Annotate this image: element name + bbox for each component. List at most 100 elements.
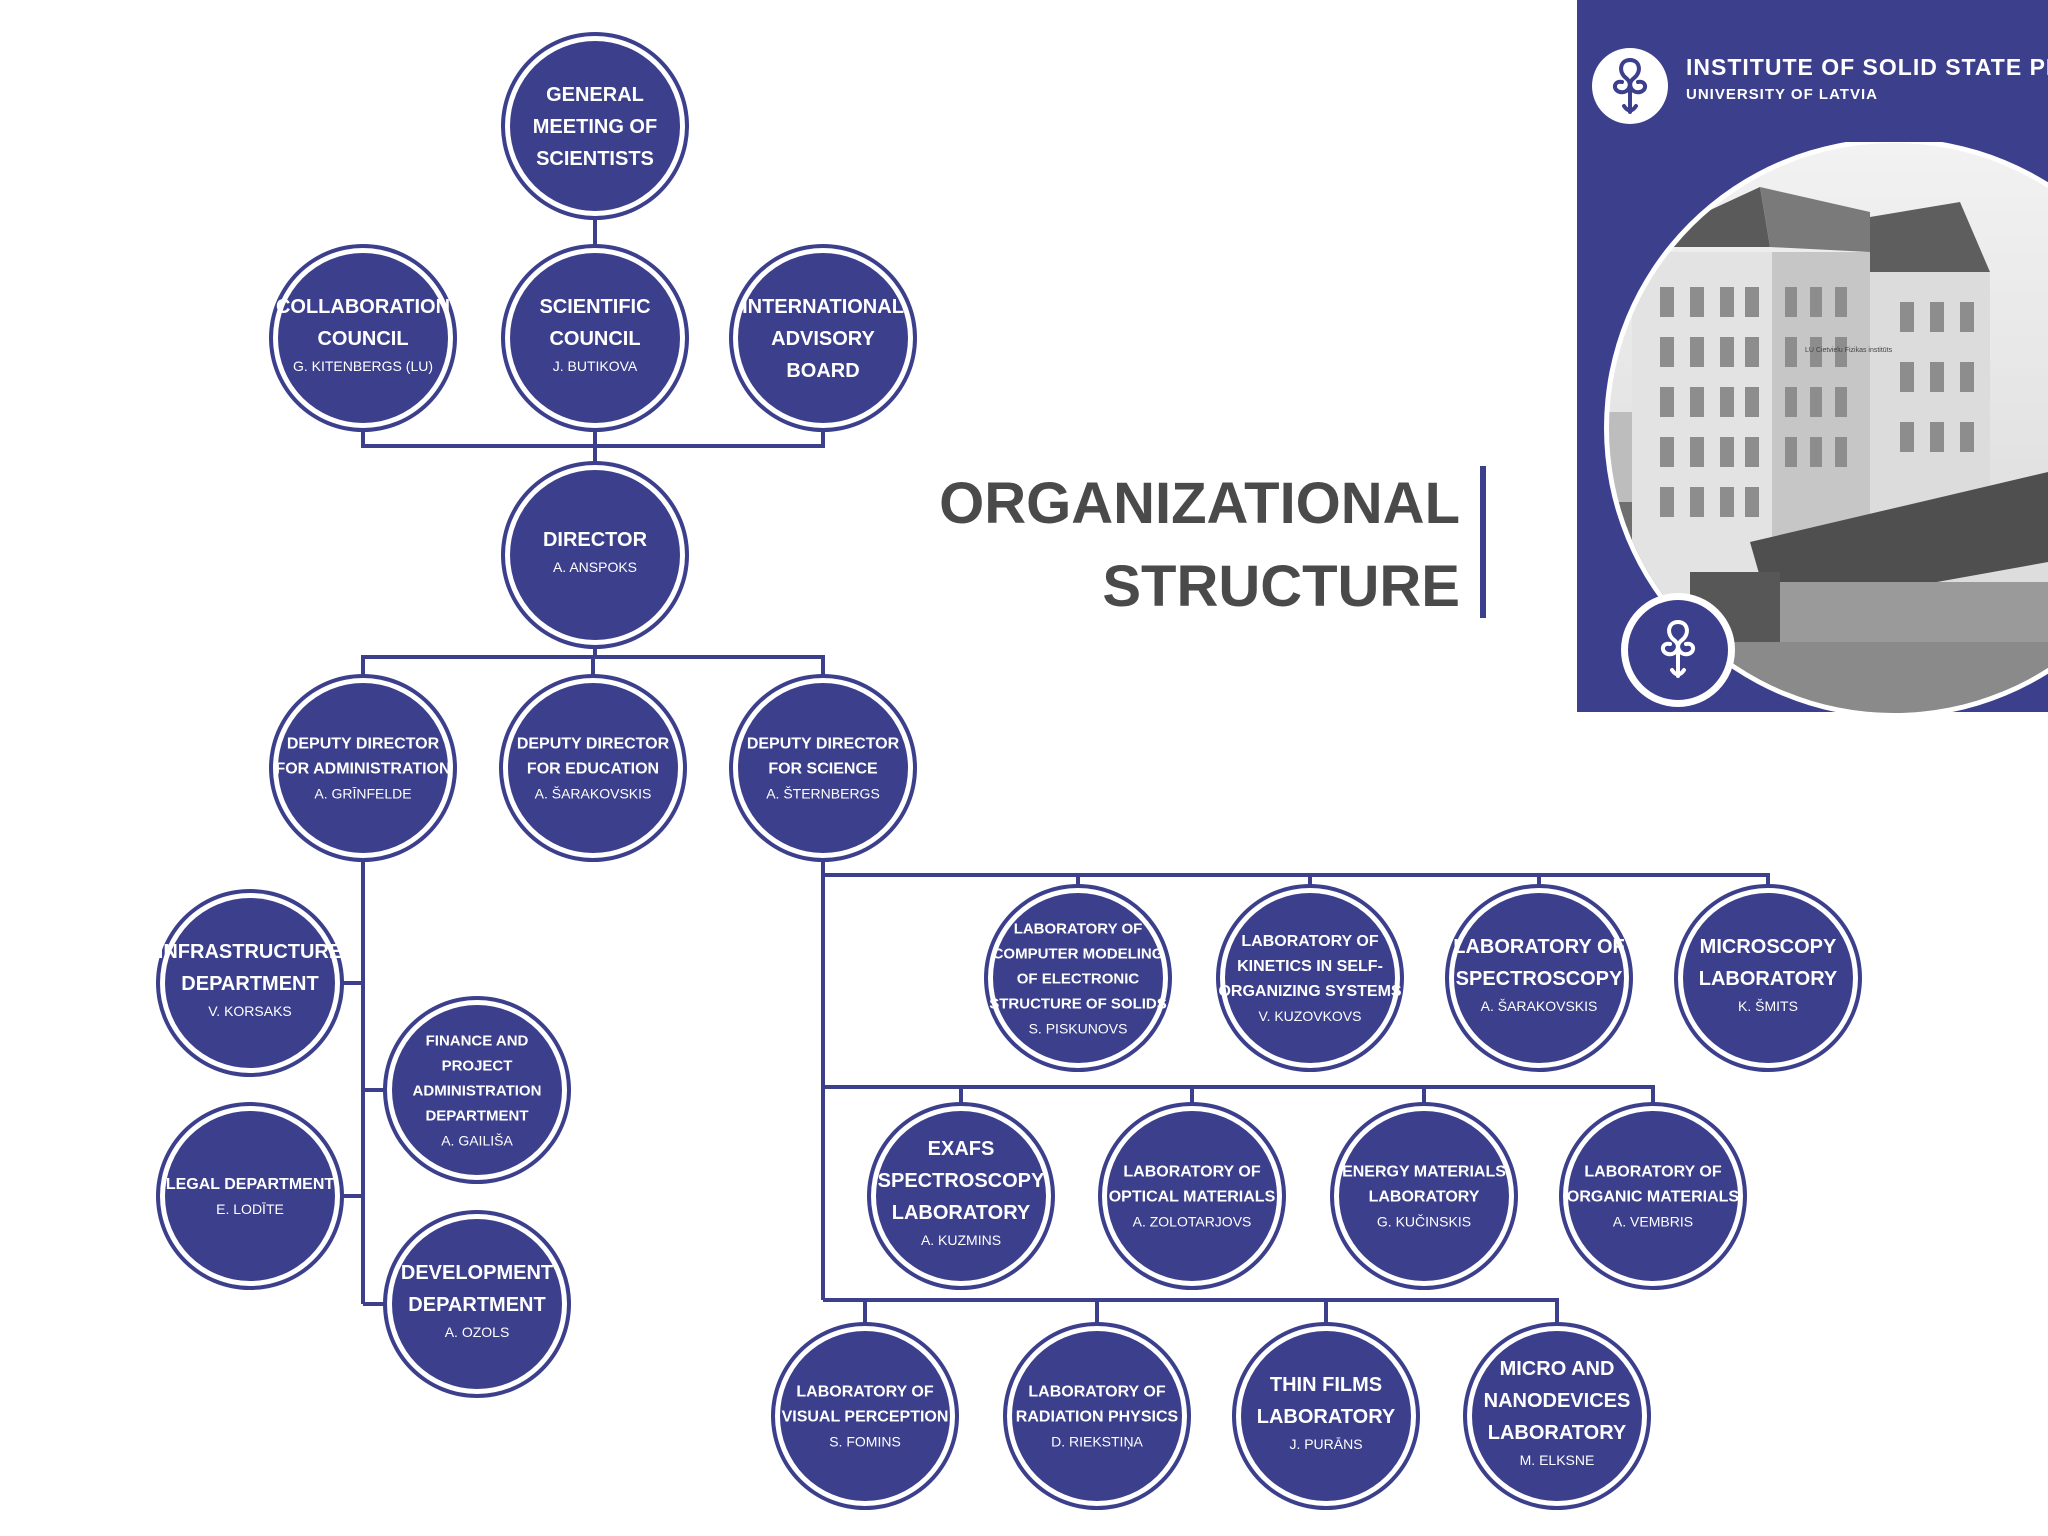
node-person: A. ŠARAKOVSKIS (535, 786, 652, 802)
institute-name: INSTITUTE OF SOLID STATE PHYSICS (1686, 54, 2048, 80)
institute-logo-icon (1592, 48, 1668, 124)
node-person: M. ELKSNE (1520, 1452, 1595, 1468)
node-title: COLLABORATION (276, 296, 450, 318)
node-title: COMPUTER MODELING (993, 945, 1164, 962)
node-title: OPTICAL MATERIALS (1109, 1189, 1276, 1206)
node-core (278, 253, 448, 423)
building-photo: LU Cietvielu Fizikas institūts (1604, 142, 2048, 718)
title-accent-bar (1480, 466, 1486, 618)
node-title: MEETING OF (533, 116, 657, 138)
page-title-line1: ORGANIZATIONAL (939, 471, 1460, 536)
node-core (1568, 1111, 1738, 1281)
node-core (510, 41, 680, 211)
institute-subtitle: UNIVERSITY OF LATVIA (1686, 86, 1878, 103)
node-international-advisory-board: INTERNATIONAL ADVISORY BOARD (729, 244, 917, 432)
node-title: STRUCTURE OF SOLIDS (989, 995, 1167, 1012)
node-core (780, 1331, 950, 1501)
node-title: ENERGY MATERIALS (1342, 1164, 1506, 1181)
institute-badge-icon (1661, 620, 1695, 678)
node-title: ADVISORY (771, 328, 875, 350)
node-title: VISUAL PERCEPTION (782, 1409, 949, 1426)
node-title: ADMINISTRATION (413, 1082, 542, 1099)
node-title: NANODEVICES (1484, 1390, 1631, 1412)
node-core (1012, 1331, 1182, 1501)
node-person: A. ŠTERNBERGS (766, 786, 880, 802)
node-finance-project-administration-department: FINANCE ANDPROJECTADMINISTRATIONDEPARTME… (383, 996, 571, 1184)
node-core (738, 683, 908, 853)
node-core (510, 253, 680, 423)
node-person: D. RIEKSTIŅA (1051, 1434, 1143, 1450)
node-title: GENERAL (546, 84, 644, 106)
node-title: KINETICS IN SELF- (1237, 958, 1383, 975)
node-core (392, 1005, 562, 1175)
node-person: A. KUZMINS (921, 1232, 1001, 1248)
node-person: V. KUZOVKOVS (1259, 1008, 1362, 1024)
node-lab-organic-materials: LABORATORY OF ORGANIC MATERIALS A. VEMBRIS (1559, 1102, 1747, 1290)
node-title: SCIENTIFIC (539, 296, 650, 318)
node-person: J. BUTIKOVA (553, 358, 638, 374)
node-title: INFRASTRUCTURE (158, 941, 342, 963)
node-core (165, 1111, 335, 1281)
node-title: LABORATORY (1699, 968, 1838, 990)
node-title: LABORATORY OF (1241, 933, 1378, 950)
node-title: LABORATORY OF (1014, 920, 1143, 937)
node-person: G. KITENBERGS (LU) (293, 358, 433, 374)
node-title: LABORATORY OF (1123, 1164, 1260, 1181)
node-title: ORGANIZING SYSTEMS (1218, 983, 1401, 1000)
node-title: BOARD (786, 360, 859, 382)
node-core (508, 683, 678, 853)
node-title: LEGAL DEPARTMENT (166, 1176, 335, 1193)
node-title: OF ELECTRONIC (1017, 970, 1140, 987)
node-title: FOR ADMINISTRATION (275, 761, 450, 778)
node-person: A. VEMBRIS (1613, 1214, 1693, 1230)
node-title: DEPUTY DIRECTOR (517, 736, 670, 753)
node-person: A. ANSPOKS (553, 559, 637, 575)
node-title: LABORATORY (892, 1202, 1031, 1224)
page-title-line2: STRUCTURE (1102, 554, 1460, 619)
node-person: K. ŠMITS (1738, 998, 1798, 1014)
node-core (278, 683, 448, 853)
node-title: THIN FILMS (1270, 1374, 1382, 1396)
node-lab-microscopy: MICROSCOPY LABORATORY K. ŠMITS (1674, 884, 1862, 1072)
node-core (876, 1111, 1046, 1281)
node-core (738, 253, 908, 423)
node-title: SPECTROSCOPY (878, 1170, 1045, 1192)
node-title: DEPARTMENT (408, 1294, 545, 1316)
node-title: LABORATORY (1257, 1406, 1396, 1428)
node-core (1241, 1331, 1411, 1501)
node-title: INTERNATIONAL (742, 296, 904, 318)
node-title: DEPUTY DIRECTOR (747, 736, 900, 753)
building-sign: LU Cietvielu Fizikas institūts (1805, 347, 1893, 354)
node-person: A. ŠARAKOVSKIS (1481, 998, 1598, 1014)
node-title: FINANCE AND (426, 1032, 529, 1049)
node-title: MICRO AND (1500, 1358, 1615, 1380)
node-core (1454, 893, 1624, 1063)
node-core (993, 893, 1163, 1063)
node-title: FOR SCIENCE (768, 761, 878, 778)
node-title: LABORATORY OF (1584, 1164, 1721, 1181)
node-person: A. ZOLOTARJOVS (1133, 1214, 1252, 1230)
node-core (1339, 1111, 1509, 1281)
node-title: MICROSCOPY (1700, 936, 1837, 958)
node-person: E. LODĪTE (216, 1201, 284, 1217)
node-person: V. KORSAKS (208, 1003, 292, 1019)
node-title: ORGANIC MATERIALS (1567, 1189, 1739, 1206)
node-title: PROJECT (442, 1057, 513, 1074)
node-title: LABORATORY OF (796, 1384, 933, 1401)
node-lab-computer-modeling: LABORATORY OF COMPUTER MODELING OF ELECTRO… (984, 884, 1172, 1072)
node-person: A. GAILIŠA (441, 1132, 513, 1148)
